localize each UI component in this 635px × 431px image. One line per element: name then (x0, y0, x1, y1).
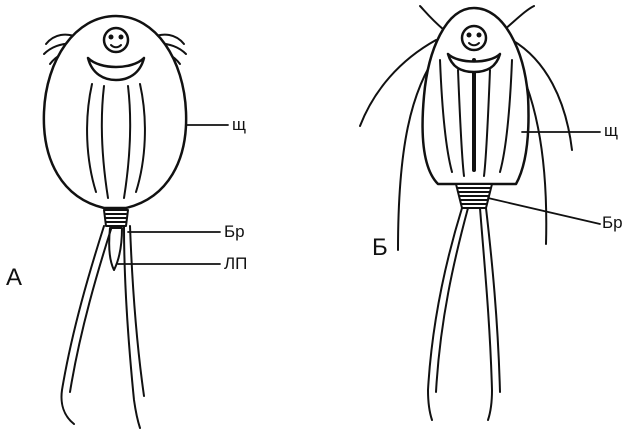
specimen-a-tail-label: ЛП (224, 255, 247, 272)
specimen-a-brood (104, 210, 128, 226)
specimen-b-brood-label: Бр (602, 214, 623, 231)
specimen-a-letter: А (6, 266, 22, 290)
specimen-b-eye (462, 26, 486, 50)
specimen-a-shell-label: щ (232, 116, 246, 133)
specimen-b (360, 6, 600, 420)
specimen-b-shell-label: щ (604, 122, 618, 139)
specimen-b-brood (456, 184, 492, 208)
specimen-a (44, 16, 228, 428)
specimen-a-filaments (62, 226, 145, 428)
specimen-a-eye (104, 28, 128, 52)
specimen-b-filaments (428, 208, 500, 420)
specimen-a-brood-label: Бр (224, 223, 245, 240)
specimen-b-letter: Б (372, 236, 388, 260)
